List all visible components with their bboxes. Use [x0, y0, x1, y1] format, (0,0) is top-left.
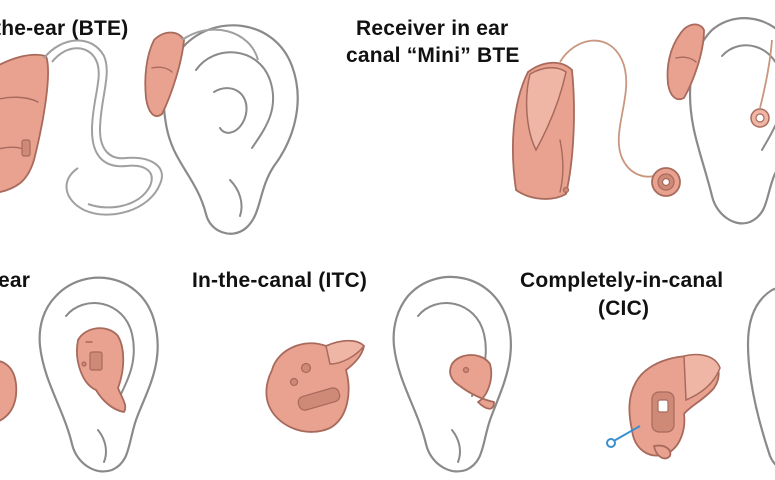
bte-device [0, 53, 49, 194]
label-itc: In-the-canal (ITC) [192, 269, 368, 292]
label-bte: the-ear (BTE) [0, 17, 129, 40]
ric-wire [559, 39, 655, 178]
bte-device-on-ear [144, 28, 259, 117]
ite-device [0, 360, 18, 422]
cic-pull-string [606, 425, 641, 448]
ric-device [511, 61, 575, 200]
label-cic-line2: (CIC) [598, 297, 650, 320]
bte-ear [162, 24, 299, 235]
label-ite: ear [0, 269, 31, 292]
itc-device-on-ear [449, 354, 495, 410]
cic-ear [746, 287, 775, 466]
label-cic-line1: Completely-in-canal [520, 269, 724, 292]
bte-tube [43, 39, 163, 216]
ric-ear [688, 17, 775, 225]
cic-device [628, 353, 721, 460]
ric-device-on-ear [666, 23, 705, 101]
label-ric-line1: Receiver in ear [356, 17, 509, 40]
ric-receiver [651, 167, 681, 197]
ite-device-on-ear [76, 327, 127, 413]
label-ric-line2: canal “Mini” BTE [346, 44, 520, 67]
itc-device [265, 339, 366, 433]
